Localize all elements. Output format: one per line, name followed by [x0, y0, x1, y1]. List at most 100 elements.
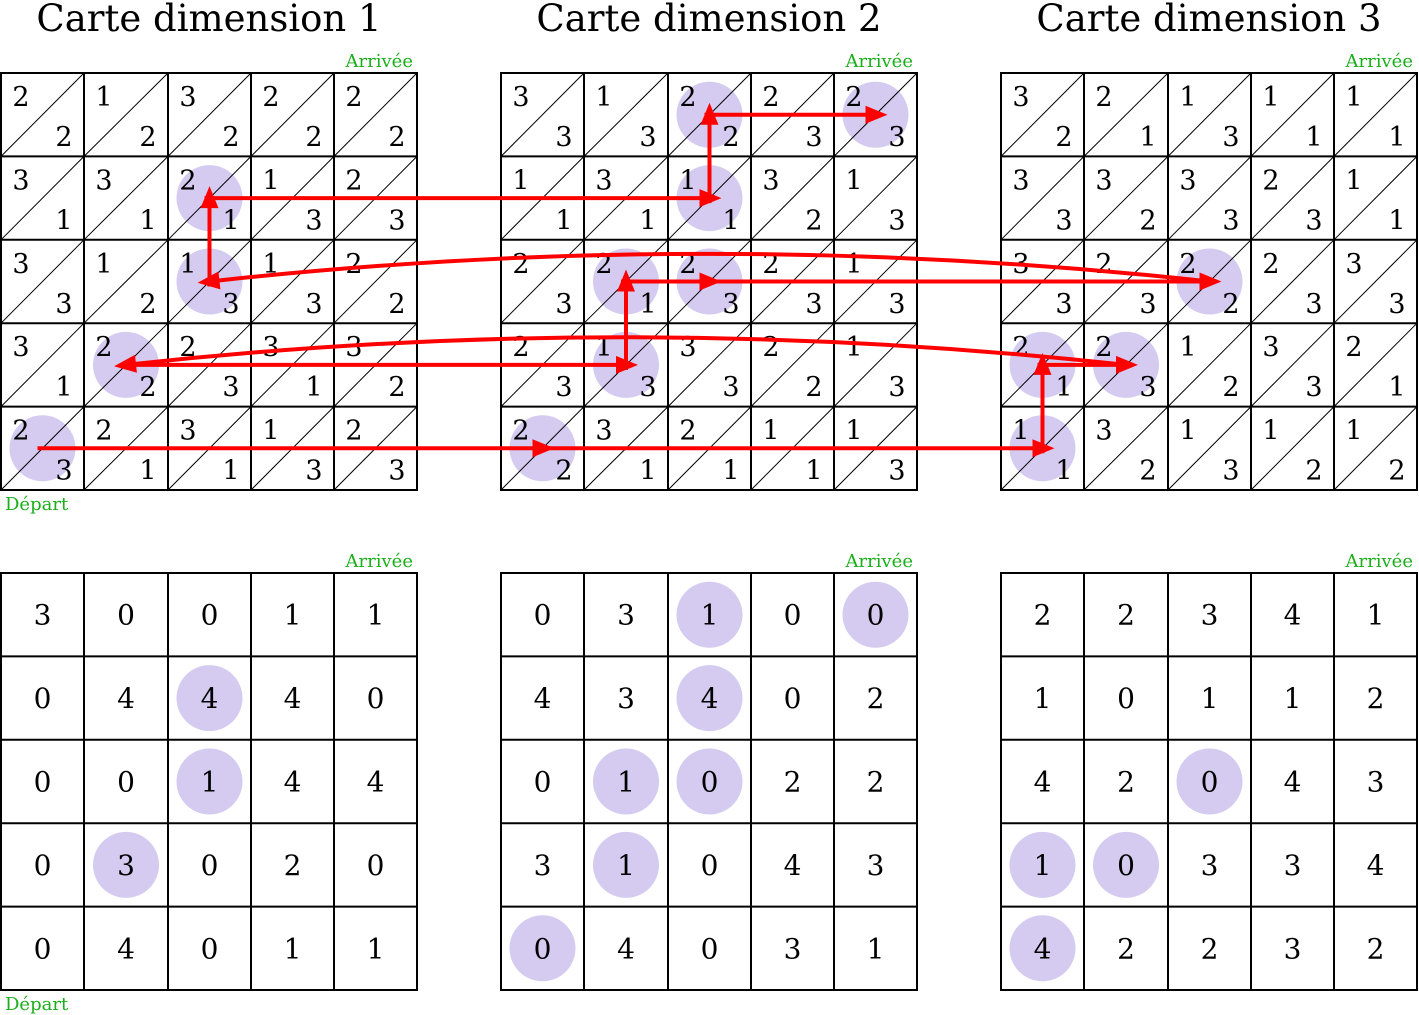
cell-value: 3 — [617, 682, 635, 715]
start-label-bottom: Départ — [5, 994, 69, 1015]
cell-value: 2 — [867, 766, 885, 799]
cell-value: 1 — [1367, 599, 1385, 632]
cell-value: 2 — [1367, 932, 1385, 965]
cell-upper-value: 1 — [179, 249, 196, 280]
bottom-grid-1 — [0, 572, 418, 991]
cell-upper-value: 2 — [179, 165, 196, 196]
cell-upper-value: 1 — [762, 416, 779, 447]
cell-value: 2 — [1201, 932, 1219, 965]
cell-value: 3 — [1367, 766, 1385, 799]
cell-value: 1 — [701, 599, 719, 632]
cell-lower-value: 3 — [388, 205, 405, 236]
bottom-grid-3 — [1000, 572, 1418, 991]
highlight-marker — [93, 831, 159, 898]
cell-lower-value: 1 — [1388, 205, 1405, 236]
cell-upper-value: 1 — [595, 332, 612, 363]
cell-lower-value: 1 — [1305, 122, 1322, 153]
cell-upper-value: 1 — [845, 332, 862, 363]
cell-lower-value: 3 — [555, 372, 572, 403]
cell-value: 3 — [617, 599, 635, 632]
cell-value: 0 — [701, 766, 719, 799]
cell-value: 0 — [367, 682, 385, 715]
cell-value: 0 — [34, 682, 52, 715]
cell-value: 2 — [1367, 682, 1385, 715]
cell-upper-value: 2 — [845, 82, 862, 113]
cell-lower-value: 2 — [305, 122, 322, 153]
cell-upper-value: 1 — [262, 416, 279, 447]
cell-lower-value: 3 — [1305, 372, 1322, 403]
cell-lower-value: 1 — [555, 205, 572, 236]
cell-value: 2 — [1117, 599, 1135, 632]
highlight-marker — [176, 665, 243, 732]
cell-upper-value: 1 — [95, 82, 112, 113]
cell-lower-value: 1 — [1388, 122, 1405, 153]
end-label-bottom-3: Arrivée — [1345, 551, 1413, 572]
cell-upper-value: 2 — [345, 165, 362, 196]
highlight-marker — [842, 581, 909, 648]
cell-upper-value: 1 — [1179, 82, 1196, 113]
cell-upper-value: 1 — [1345, 165, 1362, 196]
cell-value: 4 — [1034, 932, 1052, 965]
title-map-3: Carte dimension 3 — [1036, 0, 1381, 40]
cell-lower-value: 2 — [555, 456, 572, 487]
arrow-head — [865, 105, 888, 124]
cell-value: 0 — [117, 599, 135, 632]
cell-lower-value: 3 — [222, 372, 239, 403]
cell-value: 4 — [1034, 766, 1052, 799]
cell-value: 4 — [117, 932, 135, 965]
highlight-marker — [176, 748, 243, 815]
cell-upper-value: 1 — [95, 249, 112, 280]
cell-lower-value: 1 — [639, 456, 656, 487]
cell-value: 3 — [534, 849, 552, 882]
cell-upper-value: 1 — [1262, 416, 1279, 447]
cell-value: 0 — [201, 599, 219, 632]
cell-value: 0 — [201, 932, 219, 965]
cell-value: 4 — [201, 682, 219, 715]
cell-lower-value: 3 — [55, 289, 72, 320]
cell-lower-value: 2 — [722, 122, 739, 153]
cell-lower-value: 2 — [1139, 205, 1156, 236]
cell-lower-value: 2 — [388, 372, 405, 403]
cell-lower-value: 3 — [888, 456, 905, 487]
cell-upper-value: 2 — [679, 249, 696, 280]
cell-value: 2 — [1034, 599, 1052, 632]
cell-lower-value: 1 — [722, 456, 739, 487]
cell-lower-value: 1 — [55, 372, 72, 403]
cell-upper-value: 1 — [1179, 416, 1196, 447]
path-arrows — [37, 102, 1222, 458]
highlight-marker — [1093, 831, 1159, 898]
cell-value: 3 — [1284, 849, 1302, 882]
path-arrow — [1037, 355, 1138, 374]
cell-value: 1 — [284, 599, 302, 632]
cell-lower-value: 3 — [888, 205, 905, 236]
cell-value: 2 — [284, 849, 302, 882]
cell-value: 0 — [1117, 849, 1135, 882]
cell-value: 0 — [784, 599, 802, 632]
cell-lower-value: 3 — [555, 289, 572, 320]
cell-lower-value: 2 — [1305, 456, 1322, 487]
cell-lower-value: 3 — [1055, 205, 1072, 236]
cell-lower-value: 2 — [805, 372, 822, 403]
cell-lower-value: 1 — [305, 372, 322, 403]
cell-lower-value: 3 — [1388, 289, 1405, 320]
cell-value: 2 — [867, 682, 885, 715]
cell-upper-value: 1 — [1345, 416, 1362, 447]
cell-value: 1 — [1284, 682, 1302, 715]
cell-value: 0 — [534, 932, 552, 965]
cell-value: 0 — [34, 766, 52, 799]
highlight-marker — [1176, 748, 1243, 815]
cell-value: 1 — [201, 766, 219, 799]
cell-lower-value: 2 — [1139, 456, 1156, 487]
cell-value: 4 — [534, 682, 552, 715]
end-label-top-1: Arrivée — [345, 51, 413, 72]
cell-lower-value: 3 — [722, 372, 739, 403]
cell-upper-value: 2 — [12, 416, 29, 447]
cell-upper-value: 2 — [1179, 249, 1196, 280]
end-label-top-3: Arrivée — [1345, 51, 1413, 72]
cell-upper-value: 2 — [512, 249, 529, 280]
cell-lower-value: 1 — [639, 289, 656, 320]
cell-value: 2 — [784, 766, 802, 799]
cell-upper-value: 2 — [1012, 332, 1029, 363]
cell-value: 1 — [367, 932, 385, 965]
cell-upper-value: 3 — [1095, 165, 1112, 196]
